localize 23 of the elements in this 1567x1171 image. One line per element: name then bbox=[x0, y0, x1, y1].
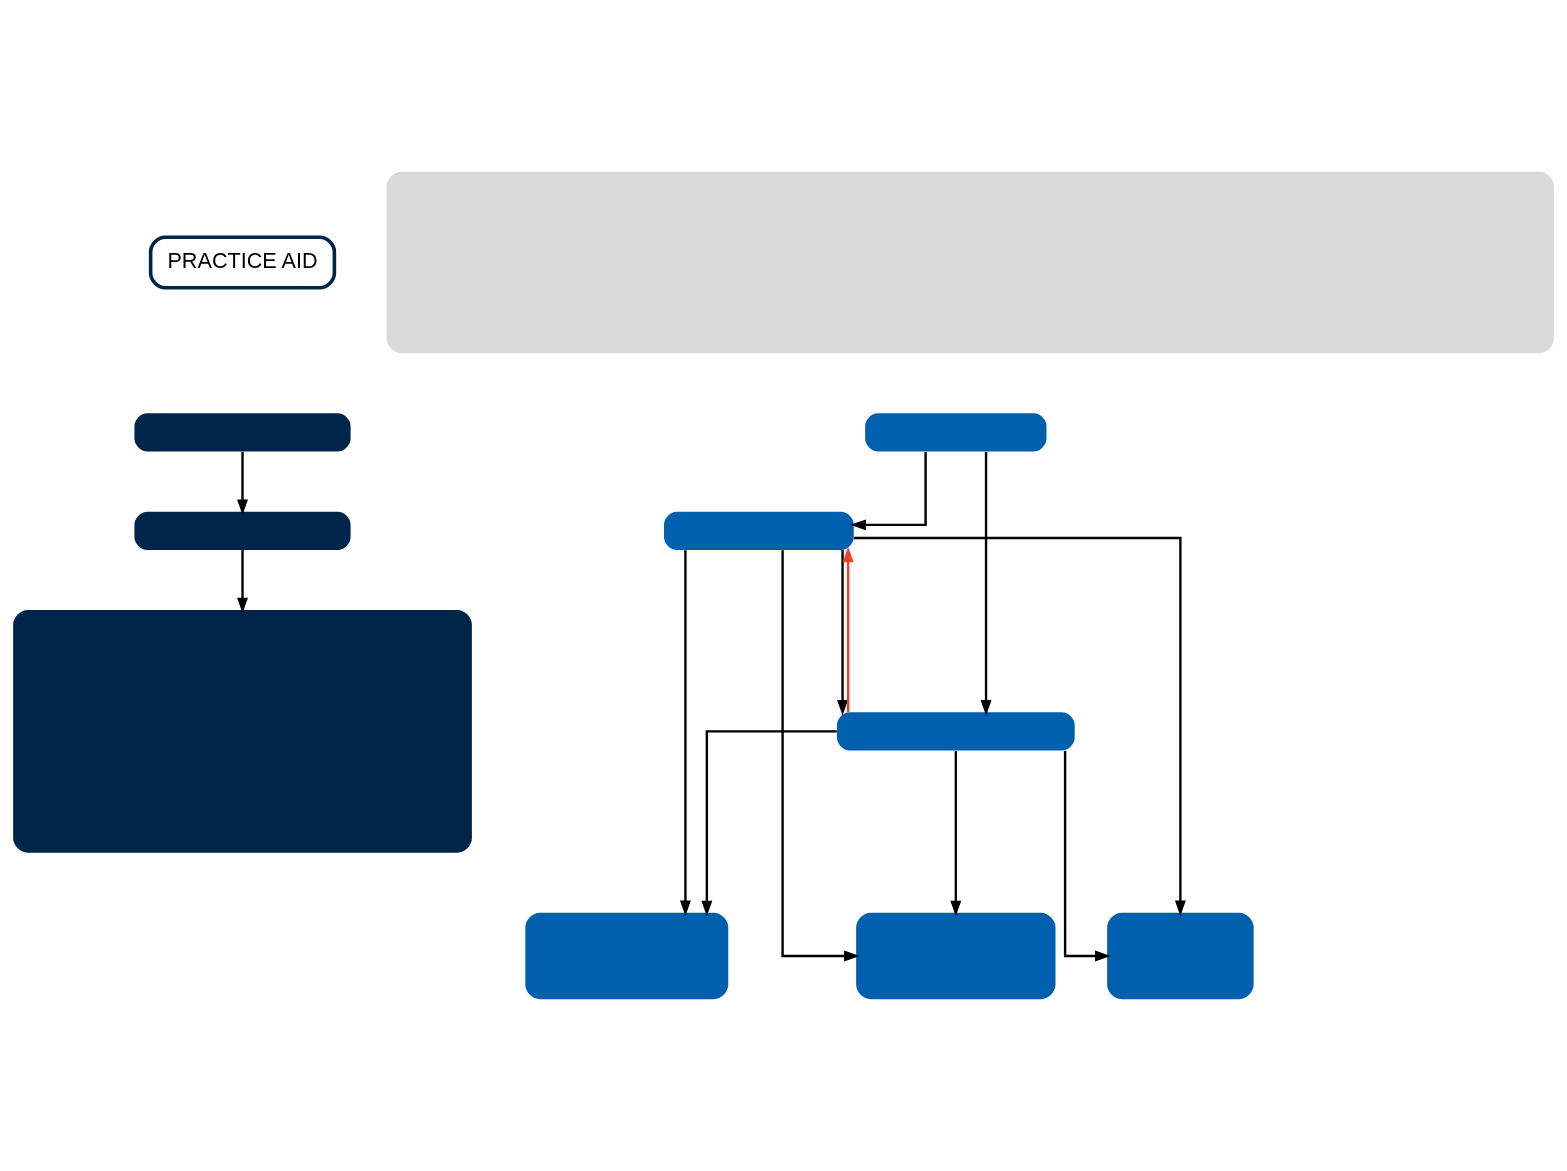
arrow bbox=[237, 550, 248, 614]
node-box bbox=[525, 912, 729, 1000]
node-box bbox=[134, 413, 351, 452]
node-box bbox=[134, 511, 351, 551]
node-box bbox=[664, 511, 854, 551]
arrow bbox=[980, 452, 992, 716]
label: PRACTICE AID bbox=[167, 247, 318, 273]
node-box bbox=[386, 171, 1554, 354]
node-box bbox=[856, 912, 1056, 1000]
arrow bbox=[950, 750, 962, 917]
arrow bbox=[850, 452, 927, 531]
arrow bbox=[1063, 750, 1111, 962]
node-box bbox=[865, 413, 1047, 452]
arrow bbox=[237, 451, 248, 516]
arrow bbox=[837, 550, 849, 716]
arrow bbox=[781, 550, 860, 962]
node-box bbox=[836, 712, 1075, 751]
arrow bbox=[842, 546, 854, 713]
arrow bbox=[701, 730, 837, 917]
arrow bbox=[679, 550, 691, 917]
arrow bbox=[854, 536, 1186, 917]
node-box bbox=[1107, 912, 1254, 1000]
node-box bbox=[13, 610, 472, 853]
